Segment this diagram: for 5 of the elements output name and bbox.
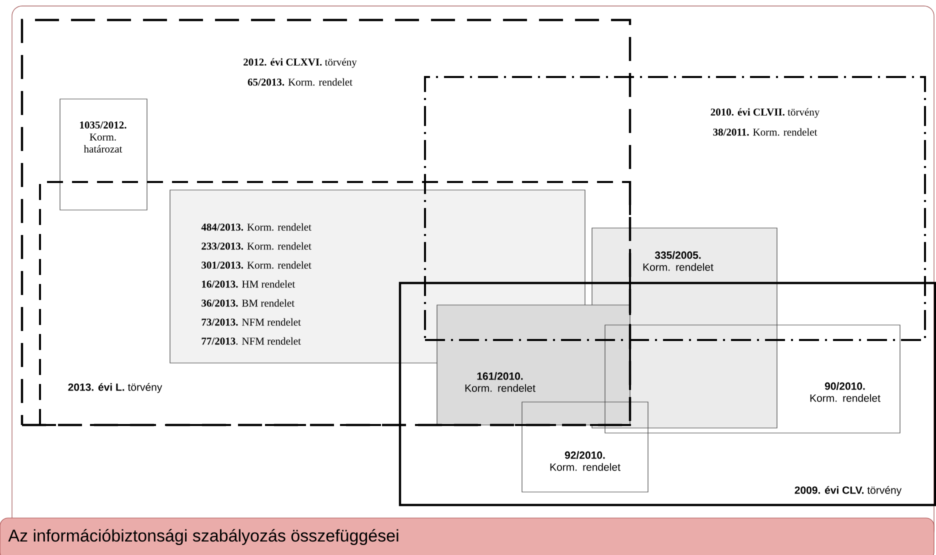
regulation-box: 92/2010. Korm. rendelet xyxy=(522,402,648,492)
regulation-box: 90/2010. Korm. rendelet xyxy=(604,324,900,434)
regulation-box: 1035/2012. Korm. határozat xyxy=(60,98,148,210)
regulation-box: 161/2010. Korm. rendelet xyxy=(436,304,630,426)
title-bar: Az információbiztonsági szabályozás összefüggései xyxy=(0,518,934,555)
